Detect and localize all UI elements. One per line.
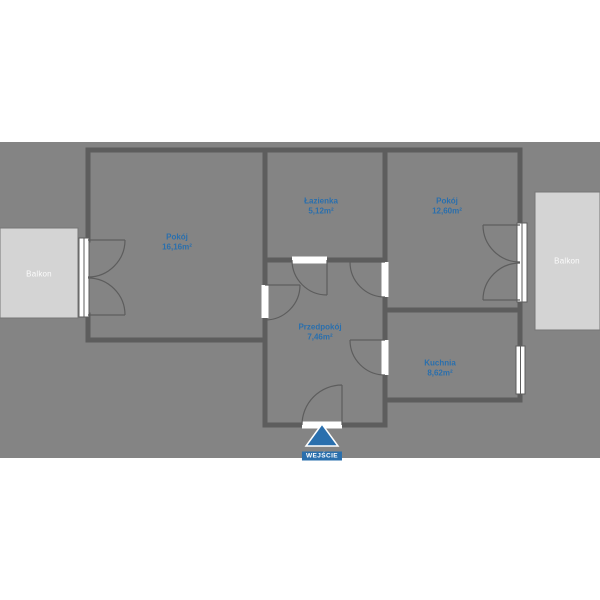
room-name: Łazienka — [304, 196, 338, 206]
door-swings — [87, 224, 521, 426]
door-swing-bathroom — [291, 259, 328, 296]
room-area: 8,62m² — [427, 369, 453, 378]
balcony-right-label: Balkon — [554, 256, 580, 266]
balcony-left-shape — [0, 227, 79, 319]
door-swing-balcony-left-bottom — [87, 277, 126, 316]
door-swing-balcony-right-top — [482, 224, 521, 263]
balcony-right-shape — [534, 191, 600, 331]
label-kitchen: Kuchnia 8,62m² — [424, 359, 456, 380]
label-room-right: Pokój 12,60m² — [432, 197, 462, 218]
room-name: Przedpokój — [298, 322, 342, 332]
entrance-label: WEJŚCIE — [301, 451, 343, 461]
walls — [85, 147, 523, 428]
room-area: 7,46m² — [307, 333, 333, 342]
room-name: Pokój — [166, 232, 188, 242]
entrance-arrow-icon — [304, 422, 340, 447]
door-swing-balcony-left-top — [87, 239, 126, 278]
door-swing-kitchen — [349, 339, 386, 376]
label-room-left: Pokój 16,16m² — [162, 233, 192, 254]
label-hallway: Przedpokój 7,46m² — [298, 323, 341, 344]
door-swing-room-left — [264, 284, 301, 321]
balcony-left-label: Balkon — [26, 269, 52, 279]
room-name: Pokój — [436, 196, 458, 206]
room-area: 12,60m² — [432, 207, 462, 216]
door-swing-room-right — [349, 261, 386, 298]
door-swing-entrance — [301, 384, 343, 426]
room-name: Kuchnia — [424, 358, 456, 368]
room-area: 5,12m² — [308, 207, 334, 216]
door-swing-balcony-right-bottom — [482, 262, 521, 301]
label-bathroom: Łazienka 5,12m² — [304, 197, 338, 218]
room-area: 16,16m² — [162, 243, 192, 252]
